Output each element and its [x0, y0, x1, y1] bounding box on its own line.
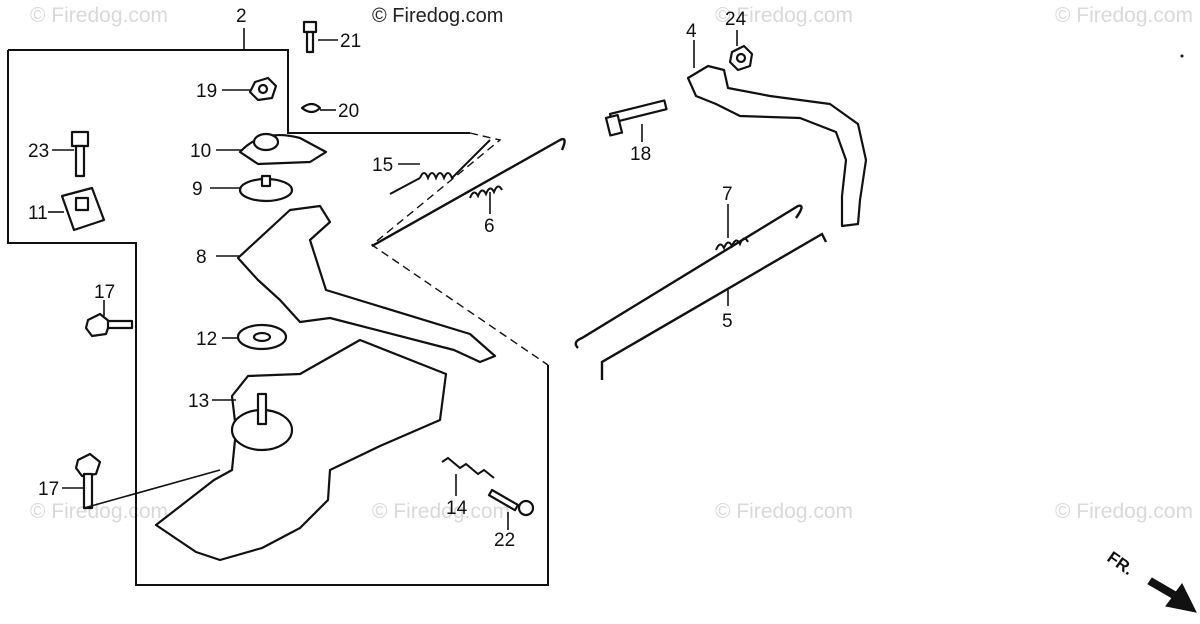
- callout-label: 19: [196, 81, 217, 102]
- callout-label: 23: [28, 141, 49, 162]
- stud-13: [230, 392, 294, 452]
- watermark: © Firedog.com: [715, 4, 853, 27]
- washer-12: [236, 323, 288, 351]
- bolt-17-upper: [84, 312, 134, 338]
- nut-19: [248, 76, 278, 102]
- callout-label: 21: [340, 31, 361, 52]
- callout-label: 2: [236, 6, 247, 27]
- callout-label: 5: [722, 311, 733, 332]
- nut-24: [728, 44, 754, 72]
- plate-10: [238, 132, 328, 166]
- callout-label: 17: [38, 479, 59, 500]
- watermark: © Firedog.com: [30, 4, 168, 27]
- bolt-21: [302, 20, 318, 54]
- callout-label: 15: [372, 155, 393, 176]
- speck: [1180, 54, 1184, 58]
- callout-label: 8: [196, 247, 207, 268]
- bracket-8: [236, 204, 497, 364]
- bolt-17-lower: [74, 452, 102, 510]
- callout-label: 11: [28, 203, 48, 224]
- callout-label: 20: [338, 101, 359, 122]
- screw-22: [487, 488, 535, 517]
- pin-18: [604, 99, 668, 137]
- callout-label: 24: [725, 9, 747, 30]
- assembly-outline-dashed: [370, 132, 549, 366]
- callout-label: 6: [484, 216, 495, 237]
- callout-label: 4: [686, 21, 697, 42]
- callout-label: 9: [192, 179, 203, 200]
- callout-label: 13: [188, 391, 209, 412]
- callout-label: 18: [630, 144, 651, 165]
- spring-rod-7: [574, 204, 803, 349]
- callout-label: 12: [196, 329, 217, 350]
- watermark: © Firedog.com: [372, 500, 510, 523]
- lever-4: [686, 64, 868, 228]
- watermark: © Firedog.com: [1055, 500, 1193, 523]
- watermark: © Firedog.com: [1055, 4, 1193, 27]
- callout-label: 7: [722, 184, 733, 205]
- arrow-right-icon: [1147, 577, 1197, 613]
- watermark: © Firedog.com: [30, 500, 168, 523]
- watermark: © Firedog.com: [715, 500, 853, 523]
- block-11: [60, 186, 106, 232]
- leader-line: [83, 469, 221, 509]
- rod-5: [600, 232, 828, 380]
- callout-label: 14: [446, 498, 468, 519]
- watermark: © Firedog.com: [372, 5, 503, 27]
- front-direction-marker: FR.: [1104, 548, 1197, 613]
- callout-label: 10: [190, 141, 211, 162]
- spring-rod-6: [371, 137, 566, 248]
- callout-label: 17: [94, 282, 115, 303]
- spring-14: [441, 456, 495, 479]
- callout-label: 22: [494, 530, 515, 551]
- front-direction-label: FR.: [1104, 548, 1137, 579]
- base-plate-13: [154, 338, 448, 562]
- bolt-23: [70, 130, 90, 178]
- spring-15: [389, 139, 491, 195]
- assembly-outline: [7, 49, 549, 586]
- washer-9: [238, 174, 294, 203]
- clip-20: [300, 102, 322, 114]
